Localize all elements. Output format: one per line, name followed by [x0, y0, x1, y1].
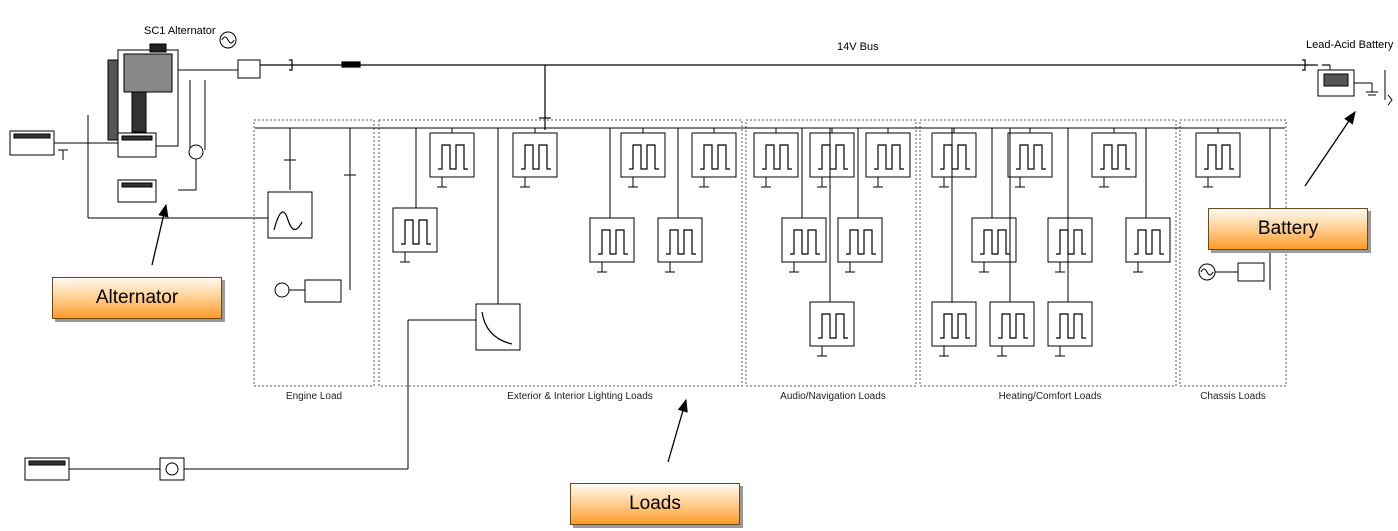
- lighting-loads-box: [378, 119, 743, 387]
- section-label-engine: Engine Load: [286, 391, 342, 402]
- pulse-load-block: [989, 128, 1035, 357]
- pulse-load-block: [429, 128, 475, 188]
- engine-load-components: [267, 128, 356, 303]
- section-label-heating: Heating/Comfort Loads: [999, 391, 1102, 402]
- pulse-load-block: [809, 128, 855, 357]
- pulse-load-block: [691, 128, 737, 188]
- alternator-assembly: [107, 31, 289, 203]
- pulse-load-block: [781, 128, 827, 273]
- heating-loads-box: [919, 119, 1177, 387]
- pulse-load-block: [1195, 128, 1241, 188]
- section-label-audio: Audio/Navigation Loads: [780, 391, 886, 402]
- section-boxes: [253, 119, 1287, 387]
- battery-label: Lead-Acid Battery: [1306, 39, 1394, 51]
- alternator-title: SC1 Alternator: [144, 25, 216, 37]
- battery-callout: Battery: [1208, 208, 1368, 250]
- pulse-load-block: [1047, 128, 1093, 357]
- pulse-load-block: [1125, 128, 1171, 273]
- chassis-loads-box: [1179, 119, 1287, 387]
- load-profile-source: [24, 319, 476, 481]
- engine-load-box: [253, 119, 375, 387]
- pulse-load-block: [971, 128, 1017, 273]
- pulse-load-block: [1091, 128, 1137, 188]
- speed-input-block: [9, 115, 270, 219]
- loads-callout: Loads: [570, 483, 740, 525]
- battery-block: [1317, 65, 1393, 106]
- battery-arrow: [1304, 110, 1356, 187]
- section-label-chassis: Chassis Loads: [1200, 391, 1266, 402]
- pulse-load-block: [931, 128, 977, 188]
- alternator-arrow: [151, 203, 169, 266]
- pulse-load-block: [1047, 128, 1093, 273]
- pulse-load-block: [657, 128, 703, 273]
- bus-label: 14V Bus: [837, 41, 879, 53]
- pulse-load-blocks: [392, 128, 1241, 357]
- pulse-load-block: [392, 128, 438, 263]
- pulse-load-block: [589, 128, 635, 273]
- pulse-load-block: [620, 128, 666, 188]
- pulse-load-block: [809, 128, 855, 188]
- callout-arrows: [151, 110, 1356, 463]
- loads-arrow: [667, 398, 688, 463]
- decay-load-block: [475, 128, 521, 351]
- audio-loads-box: [745, 119, 917, 387]
- section-label-lighting: Exterior & Interior Lighting Loads: [507, 391, 653, 402]
- pulse-load-block: [512, 128, 558, 188]
- pulse-load-block: [1007, 128, 1053, 188]
- pulse-load-block: [753, 128, 799, 188]
- bus-line: [260, 59, 1330, 130]
- alternator-callout: Alternator: [52, 277, 222, 319]
- pulse-load-block: [931, 128, 977, 357]
- pulse-load-block: [865, 128, 911, 188]
- pulse-load-block: [837, 128, 883, 273]
